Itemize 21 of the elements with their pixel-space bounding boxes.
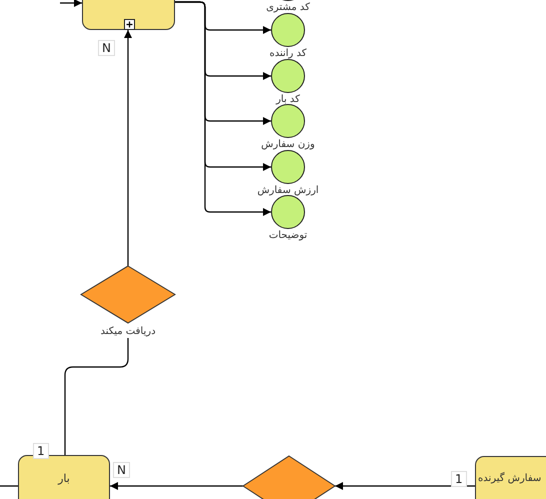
attribute-label: توضیحات xyxy=(268,230,308,241)
arrow xyxy=(60,0,82,7)
attribute-label: وزن سفارش xyxy=(260,139,316,150)
connector-line xyxy=(0,485,18,487)
cardinality-label: 1 xyxy=(33,443,49,459)
arrow xyxy=(110,482,243,490)
cardinality-label: N xyxy=(113,462,130,478)
attribute-label: کد بار xyxy=(274,94,301,105)
arrow xyxy=(124,30,132,266)
cardinality-label: N xyxy=(98,40,115,56)
entity-box xyxy=(18,455,110,499)
attribute-label: ارزش سفارش xyxy=(256,185,320,196)
arrow xyxy=(335,482,475,490)
entity-name: سفارش گیرنده xyxy=(478,473,542,484)
entity-name: بار xyxy=(56,472,71,485)
attribute-label: کد مشتری xyxy=(265,2,311,13)
cardinality-label: 1 xyxy=(451,471,467,487)
connector-line xyxy=(64,338,129,455)
arrow xyxy=(175,1,271,216)
relationship-label: دریافت میکند xyxy=(99,326,157,337)
attribute-label: کد راننده xyxy=(268,48,308,59)
